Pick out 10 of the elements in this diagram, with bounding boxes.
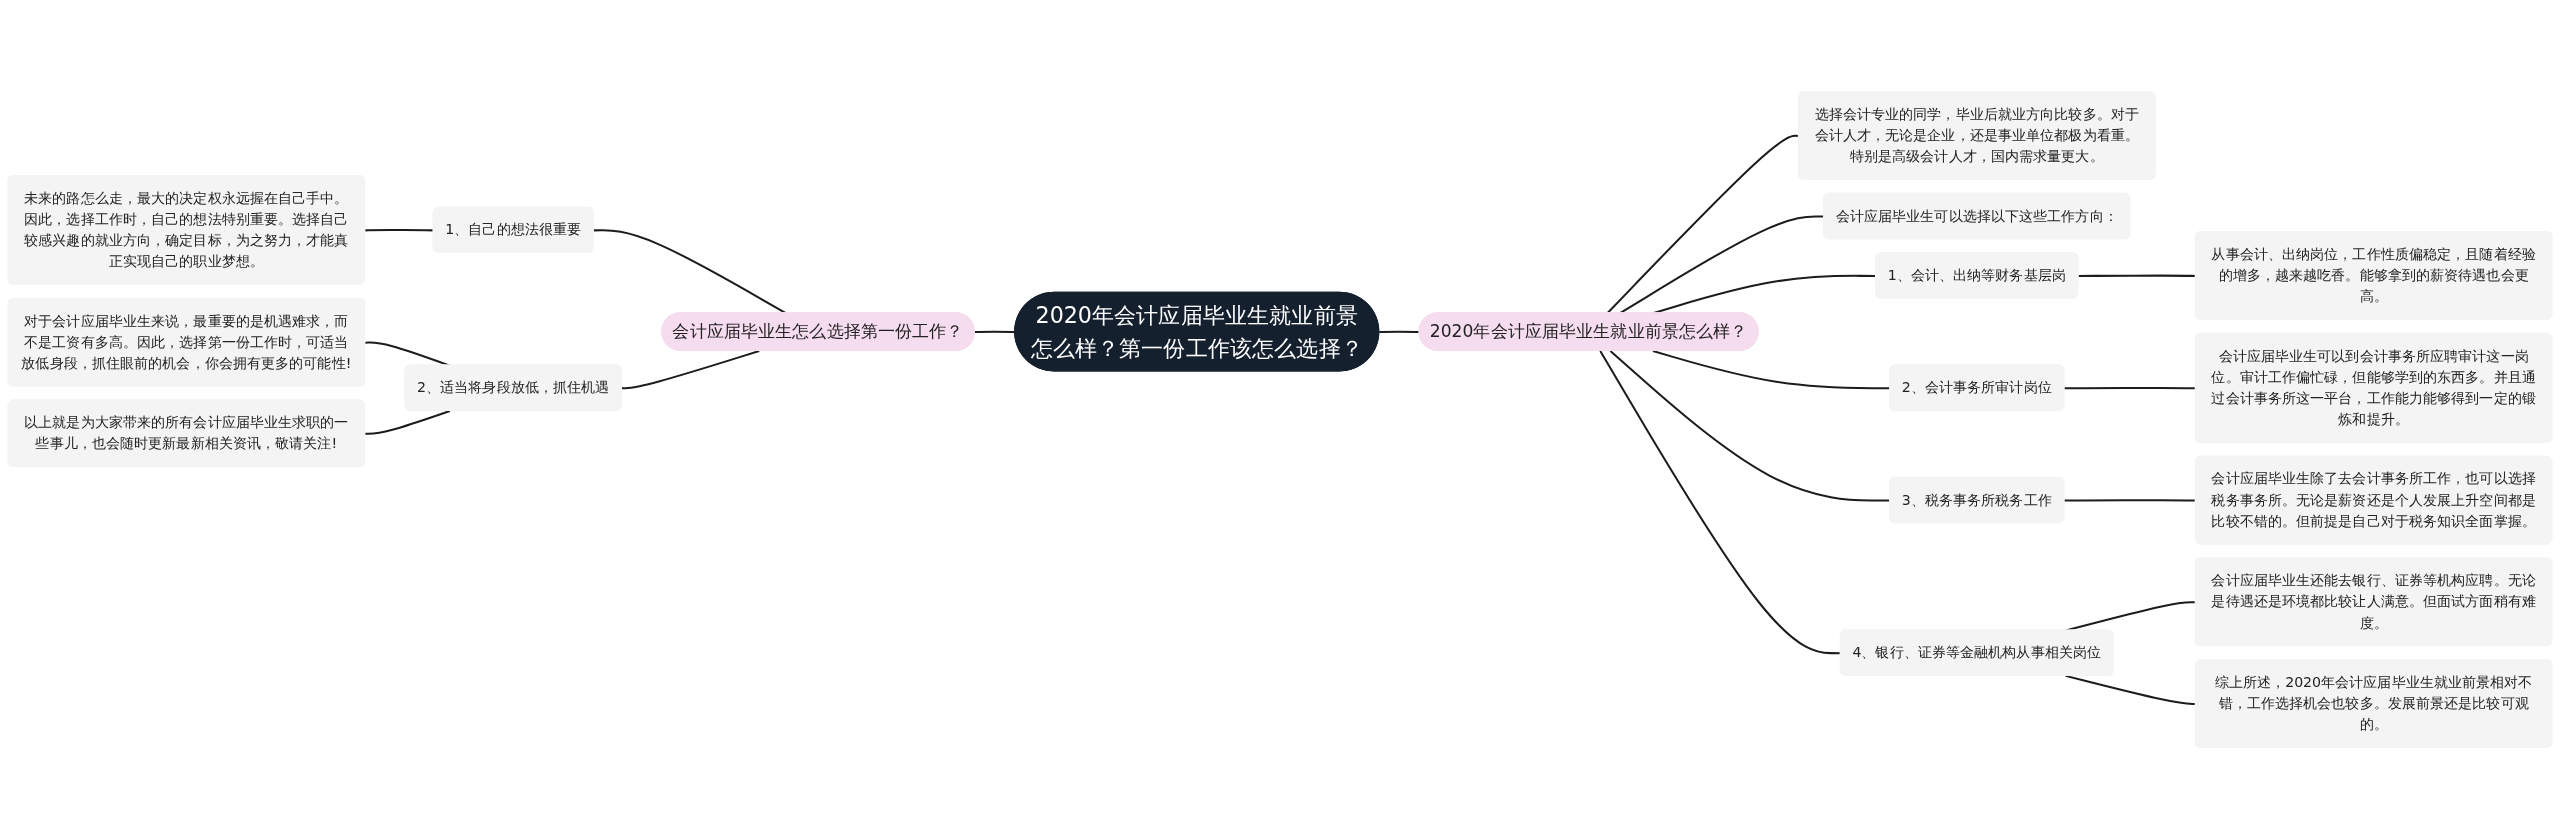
connector: [2064, 499, 2196, 502]
connector: [365, 229, 434, 232]
connector: [1379, 330, 1420, 334]
connector: [2065, 674, 2196, 706]
connector: [1599, 350, 1841, 655]
connector: [1606, 134, 1799, 314]
connector: [621, 350, 760, 390]
connector: [365, 410, 451, 435]
connector: [2064, 386, 2196, 390]
connector: [2078, 274, 2196, 277]
